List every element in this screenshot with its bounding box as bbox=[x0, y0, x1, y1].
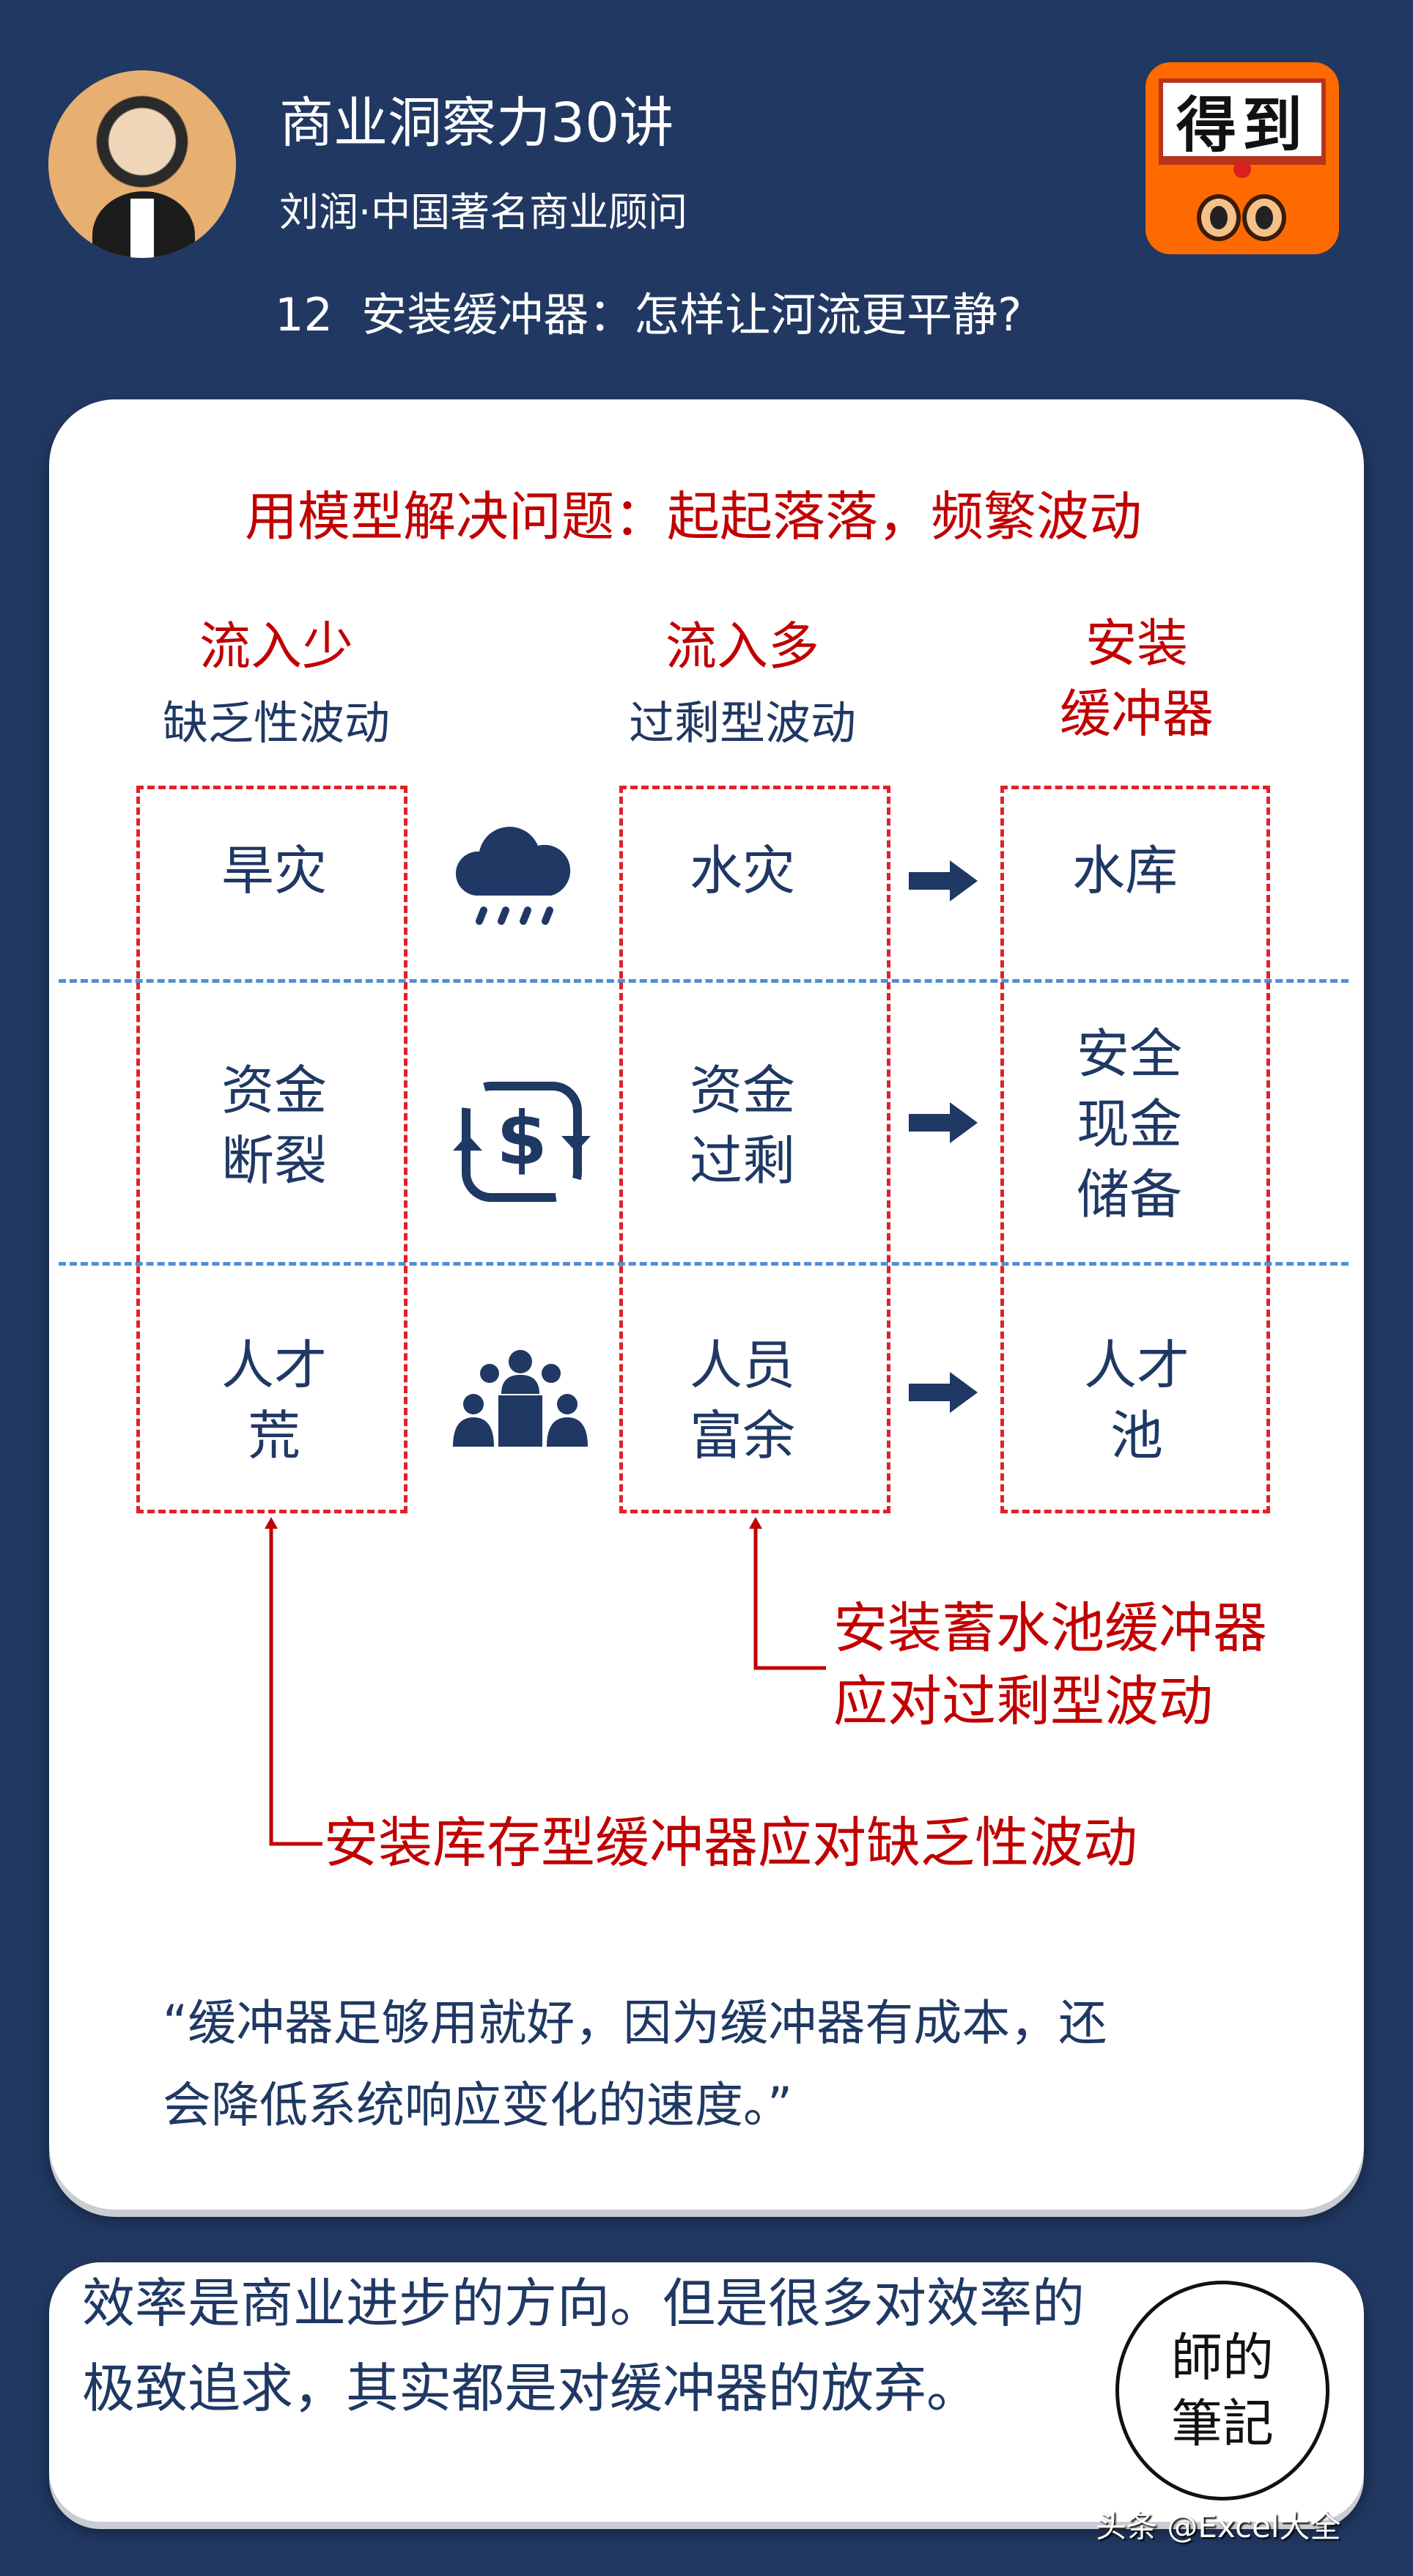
arrow-right-icon bbox=[909, 1372, 978, 1413]
owl-icon bbox=[1197, 188, 1288, 247]
buffer-box bbox=[1000, 786, 1270, 1513]
stamp-logo: 師的筆記 bbox=[1115, 2281, 1329, 2501]
author-avatar bbox=[48, 70, 236, 258]
row-divider bbox=[59, 1262, 1349, 1266]
column-title-buffer: 安装 缓冲器 bbox=[1060, 613, 1214, 744]
callout-connector-shortage bbox=[265, 1517, 322, 1846]
cell-cash-reserve: 安全 现金 储备 bbox=[1076, 1023, 1183, 1225]
callout-connector-surplus bbox=[749, 1517, 826, 1670]
cell-drought: 旱灾 bbox=[221, 840, 328, 901]
cell-capital-surplus: 资金 过剩 bbox=[689, 1060, 796, 1192]
model-card bbox=[49, 399, 1364, 2210]
cloud-rain-icon bbox=[455, 827, 571, 925]
dedao-logo: 得到 bbox=[1145, 62, 1339, 254]
watermark: 头条 @Excel大全 bbox=[1096, 2509, 1341, 2544]
author-line: 刘润·中国著名商业顾问 bbox=[279, 189, 688, 235]
card-heading: 用模型解决问题：起起落落，频繁波动 bbox=[244, 486, 1143, 547]
quote-text: “缓冲器足够用就好，因为缓冲器有成本，还 会降低系统响应变化的速度。” bbox=[163, 1995, 1107, 2133]
column-title-shortage: 流入少 bbox=[199, 616, 353, 676]
logo-text: 得到 bbox=[1176, 90, 1308, 160]
svg-text:$: $ bbox=[496, 1096, 547, 1181]
row-divider bbox=[59, 979, 1349, 983]
dollar-exchange-icon: $ bbox=[453, 1082, 591, 1202]
cell-talent-shortage: 人才 荒 bbox=[221, 1335, 328, 1466]
callout-shortage: 安装库存型缓冲器应对缺乏性波动 bbox=[324, 1812, 1137, 1875]
column-subtitle-shortage: 缺乏性波动 bbox=[162, 696, 391, 750]
cell-staff-surplus: 人员 富余 bbox=[689, 1335, 796, 1466]
cell-capital-shortage: 资金 断裂 bbox=[221, 1060, 328, 1192]
surplus-box bbox=[619, 786, 890, 1513]
lesson-title: 12 安装缓冲器：怎样让河流更平静? bbox=[275, 288, 1022, 342]
cell-reservoir: 水库 bbox=[1071, 840, 1178, 901]
team-meeting-icon bbox=[453, 1350, 588, 1447]
course-title: 商业洞察力30讲 bbox=[279, 92, 674, 155]
arrow-right-icon bbox=[909, 860, 978, 901]
cell-talent-pool: 人才 池 bbox=[1083, 1335, 1190, 1466]
summary-text: 效率是商业进步的方向。但是很多对效率的极致追求，其实都是对缓冲器的放弃。 bbox=[82, 2273, 1085, 2419]
column-title-surplus: 流入多 bbox=[665, 616, 819, 676]
arrow-right-icon bbox=[909, 1102, 978, 1143]
cell-flood: 水灾 bbox=[689, 840, 796, 901]
callout-surplus: 安装蓄水池缓冲器 应对过剩型波动 bbox=[833, 1597, 1267, 1733]
shortage-box bbox=[136, 786, 407, 1513]
column-subtitle-surplus: 过剩型波动 bbox=[628, 696, 857, 750]
